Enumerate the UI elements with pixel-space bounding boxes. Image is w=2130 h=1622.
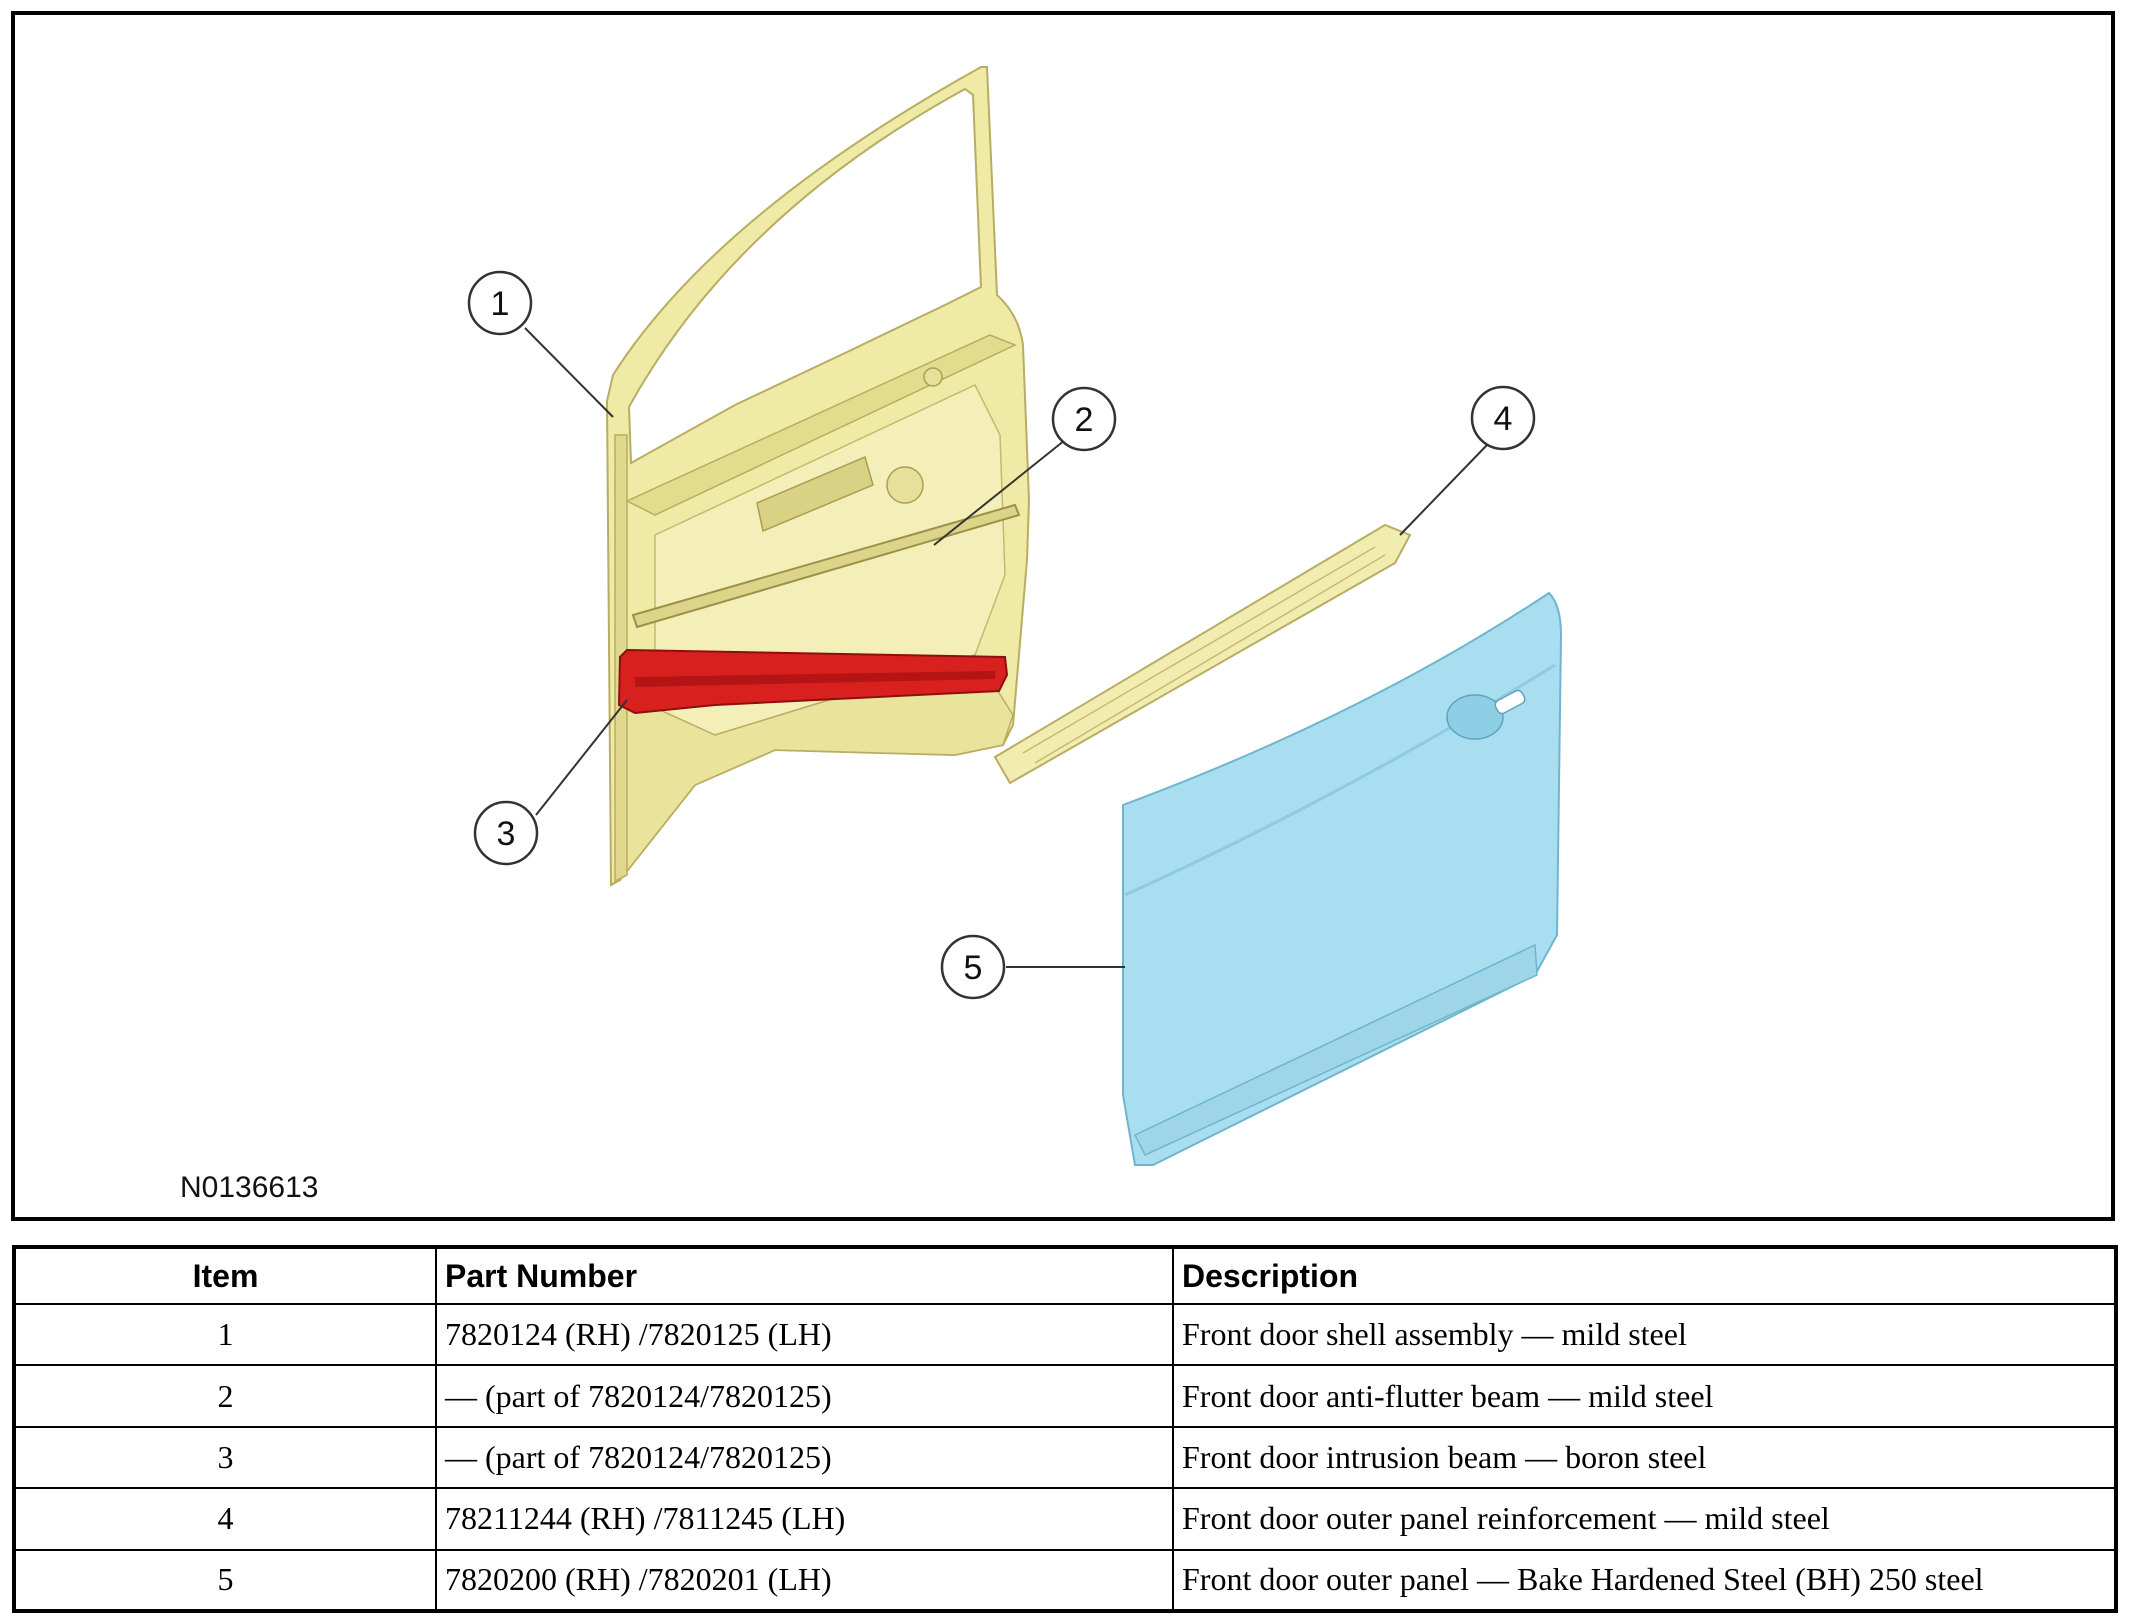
outer-panel-hem-flange bbox=[1133, 943, 1538, 1156]
table-row: 1 7820124 (RH) /7820125 (LH) Front door … bbox=[13, 1302, 2117, 1367]
svg-text:2: 2 bbox=[1075, 401, 1094, 439]
svg-text:5: 5 bbox=[964, 949, 983, 987]
parts-table: Item Part Number Description 1 7820124 (… bbox=[12, 1245, 2118, 1613]
cell-item: 4 bbox=[13, 1487, 437, 1551]
outer-panel-handle-slot bbox=[1494, 689, 1526, 715]
outer-panel-body bbox=[1122, 591, 1563, 1166]
callout-5: 5 bbox=[940, 934, 1006, 1000]
cell-description: Front door shell assembly — mild steel bbox=[1172, 1302, 2117, 1367]
door-exploded-diagram: 1 2 3 4 5 bbox=[467, 66, 1563, 1166]
cell-item: 1 bbox=[13, 1302, 437, 1367]
svg-text:1: 1 bbox=[491, 285, 510, 323]
callout-leaders bbox=[524, 327, 1488, 968]
anti-flutter-beam bbox=[631, 503, 1021, 629]
svg-text:4: 4 bbox=[1494, 400, 1513, 438]
cell-description: Front door intrusion beam — boron steel bbox=[1172, 1425, 2117, 1490]
reinforcement-channel bbox=[1022, 546, 1386, 764]
door-shell-assembly bbox=[605, 66, 1031, 887]
header-part-number: Part Number bbox=[435, 1246, 1174, 1305]
figure-id-label: N0136613 bbox=[180, 1171, 319, 1204]
leader-line-1 bbox=[524, 327, 614, 418]
door-speaker-hole bbox=[886, 466, 924, 504]
door-outer-panel bbox=[1122, 591, 1563, 1166]
door-belt-line bbox=[625, 334, 1017, 516]
cell-description: Front door outer panel reinforcement — m… bbox=[1172, 1487, 2117, 1551]
cell-part-number: — (part of 7820124/7820125) bbox=[435, 1425, 1174, 1490]
reinforcement-strip bbox=[993, 523, 1412, 785]
leader-line-2 bbox=[933, 439, 1066, 546]
intrusion-beam-ridge bbox=[635, 671, 995, 687]
header-item: Item bbox=[13, 1246, 437, 1305]
outer-panel-handle-recess bbox=[1446, 694, 1504, 740]
cell-description: Front door anti-flutter beam — mild stee… bbox=[1172, 1364, 2117, 1428]
door-mount-hole bbox=[923, 367, 943, 387]
outer-panel-reinforcement bbox=[993, 523, 1412, 785]
cell-description: Front door outer panel — Bake Hardened S… bbox=[1172, 1548, 2117, 1613]
header-description: Description bbox=[1172, 1246, 2117, 1305]
callout-1: 1 bbox=[467, 270, 533, 336]
table-row: 3 — (part of 7820124/7820125) Front door… bbox=[13, 1425, 2117, 1490]
cell-part-number: 78211244 (RH) /7811245 (LH) bbox=[435, 1487, 1174, 1551]
cell-item: 3 bbox=[13, 1425, 437, 1490]
door-window-opening bbox=[627, 87, 983, 465]
table-row: 5 7820200 (RH) /7820201 (LH) Front door … bbox=[13, 1548, 2117, 1613]
leader-line-3 bbox=[535, 699, 628, 816]
door-handle-pocket bbox=[756, 455, 874, 533]
table-row: 2 — (part of 7820124/7820125) Front door… bbox=[13, 1364, 2117, 1428]
cell-part-number: 7820124 (RH) /7820125 (LH) bbox=[435, 1302, 1174, 1367]
callout-2: 2 bbox=[1051, 386, 1117, 452]
cell-item: 5 bbox=[13, 1548, 437, 1613]
exploded-view-figure: 1 2 3 4 5 N0136613 bbox=[11, 11, 2115, 1221]
table-header-row: Item Part Number Description bbox=[13, 1246, 2117, 1305]
cell-part-number: — (part of 7820124/7820125) bbox=[435, 1364, 1174, 1428]
table-row: 4 78211244 (RH) /7811245 (LH) Front door… bbox=[13, 1487, 2117, 1551]
cell-item: 2 bbox=[13, 1364, 437, 1428]
cell-part-number: 7820200 (RH) /7820201 (LH) bbox=[435, 1548, 1174, 1613]
callout-3: 3 bbox=[473, 800, 539, 866]
leader-line-4 bbox=[1399, 444, 1488, 536]
svg-text:3: 3 bbox=[497, 815, 516, 853]
callout-4: 4 bbox=[1470, 385, 1536, 451]
